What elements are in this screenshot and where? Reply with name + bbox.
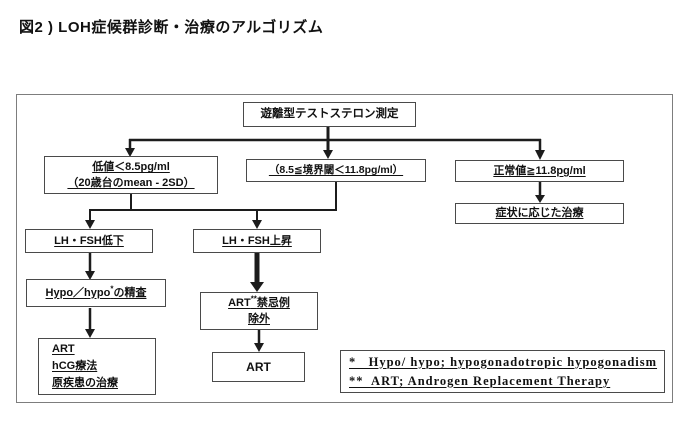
node-lh-fsh-decreased: LH・FSH低下 xyxy=(25,229,153,253)
footnote-line1: * Hypo/ hypo; hypogonadotropic hypogonad… xyxy=(349,354,658,369)
node-free-testosterone-measurement: 遊離型テストステロン測定 xyxy=(243,102,416,127)
node-label: 正常値≧11.8pg/ml xyxy=(493,164,586,177)
node-label-pre: ART xyxy=(228,297,251,309)
figure-title: 図2 ) LOH症候群診断・治療のアルゴリズム xyxy=(19,19,324,36)
node-label-line2: hCG療法 xyxy=(52,360,98,372)
footnote-line2: ** ART; Androgen Replacement Therapy xyxy=(349,373,611,388)
node-label: 遊離型テストステロン測定 xyxy=(260,108,399,120)
node-low-value: 低値＜8.5pg/ml （20歳台のmean - 2SD） xyxy=(44,156,218,194)
node-label: （8.5≦境界閾＜11.8pg/ml） xyxy=(268,164,404,176)
node-label-post: の精査 xyxy=(113,286,147,299)
node-art: ART xyxy=(212,352,305,382)
node-symptom-based-treatment: 症状に応じた治療 xyxy=(455,203,624,224)
node-label-line1: ART**禁忌例 xyxy=(228,295,290,311)
node-label-pre: Hypo／hypo xyxy=(45,286,111,299)
node-label: LH・FSH上昇 xyxy=(222,234,292,247)
node-label-post: 禁忌例 xyxy=(256,297,290,309)
node-label-line2: 除外 xyxy=(248,313,270,325)
node-label-line3: 原疾患の治療 xyxy=(52,377,118,389)
node-art-hcg-primary-disease-treatment: ART hCG療法 原疾患の治療 xyxy=(38,338,156,395)
node-borderline-range: （8.5≦境界閾＜11.8pg/ml） xyxy=(246,159,426,182)
node-normal-value: 正常値≧11.8pg/ml xyxy=(455,160,624,182)
double-asterisk-mark: ** xyxy=(250,294,257,304)
footnote-box: * Hypo/ hypo; hypogonadotropic hypogonad… xyxy=(340,350,665,393)
node-label: ART xyxy=(246,359,271,374)
node-art-contraindication-exclusion: ART**禁忌例 除外 xyxy=(200,292,318,330)
node-label-line1: ART xyxy=(52,343,75,355)
asterisk-mark: * xyxy=(110,283,114,293)
node-label: 症状に応じた治療 xyxy=(495,207,584,219)
node-label-line2: （20歳台のmean - 2SD） xyxy=(67,177,195,189)
node-hypo-hypo-workup: Hypo／hypo*の精査 xyxy=(26,279,166,307)
node-label: LH・FSH低下 xyxy=(54,234,124,247)
node-label: Hypo／hypo*の精査 xyxy=(45,283,147,301)
node-label-line1: 低値＜8.5pg/ml xyxy=(92,161,170,173)
node-lh-fsh-elevated: LH・FSH上昇 xyxy=(193,229,321,253)
